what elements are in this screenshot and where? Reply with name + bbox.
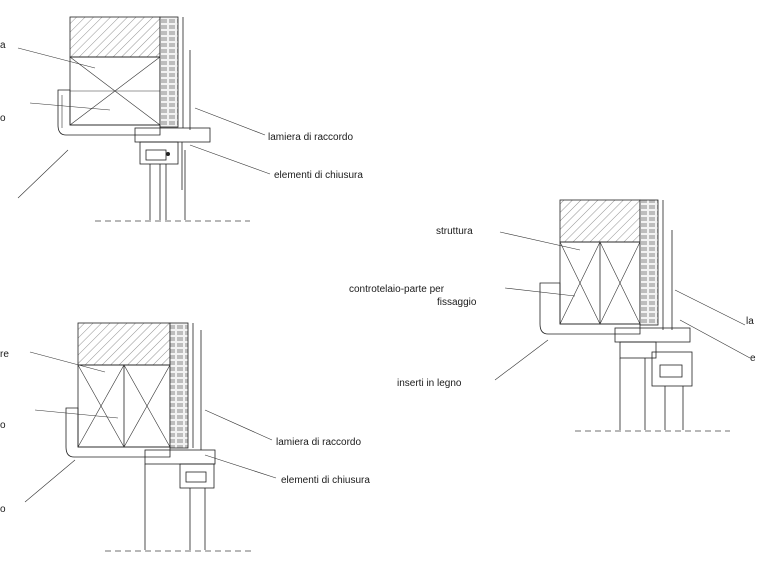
- label-lamiera-bottom-left: lamiera di raccordo: [276, 437, 361, 448]
- label-controtelaio-line1-right: controtelaio-parte per: [349, 284, 445, 295]
- sill-top-left: [57, 89, 161, 136]
- label-inserti-right: inserti in legno: [397, 378, 462, 389]
- label-cut-2-right: e: [750, 353, 756, 364]
- insulation-column-bottom-left: [169, 322, 189, 449]
- label-b-top-left: o: [0, 113, 6, 124]
- label-elementi-bottom-left: elementi di chiusura: [281, 475, 370, 486]
- label-controtelaio-line2-right: fissaggio: [437, 297, 477, 308]
- label-c-bottom-left: o: [0, 504, 6, 515]
- label-elementi-top-left: elementi di chiusura: [274, 170, 363, 181]
- label-a-top-left: a: [0, 40, 6, 51]
- detail-bottom-left: re o o lamiera di raccordo elementi di c…: [0, 322, 370, 552]
- detail-top-left: a o lamiera di raccordo elementi di chiu…: [0, 16, 363, 222]
- sill-right: [539, 282, 641, 335]
- label-cut-1-right: la: [746, 316, 754, 327]
- label-struttura-right: struttura: [436, 226, 473, 237]
- structure-hatch-top-left: [69, 16, 161, 58]
- label-b-bottom-left: o: [0, 420, 6, 431]
- insulation-column-right: [639, 199, 659, 326]
- detail-right: struttura controtelaio-parte per fissagg…: [349, 199, 756, 432]
- structure-hatch-right: [559, 199, 641, 243]
- structure-hatch-bottom-left: [77, 322, 171, 366]
- sill-bottom-left: [65, 407, 171, 458]
- insulation-column-top-left: [159, 16, 179, 128]
- label-a-bottom-left: re: [0, 349, 9, 360]
- label-lamiera-top-left: lamiera di raccordo: [268, 132, 353, 143]
